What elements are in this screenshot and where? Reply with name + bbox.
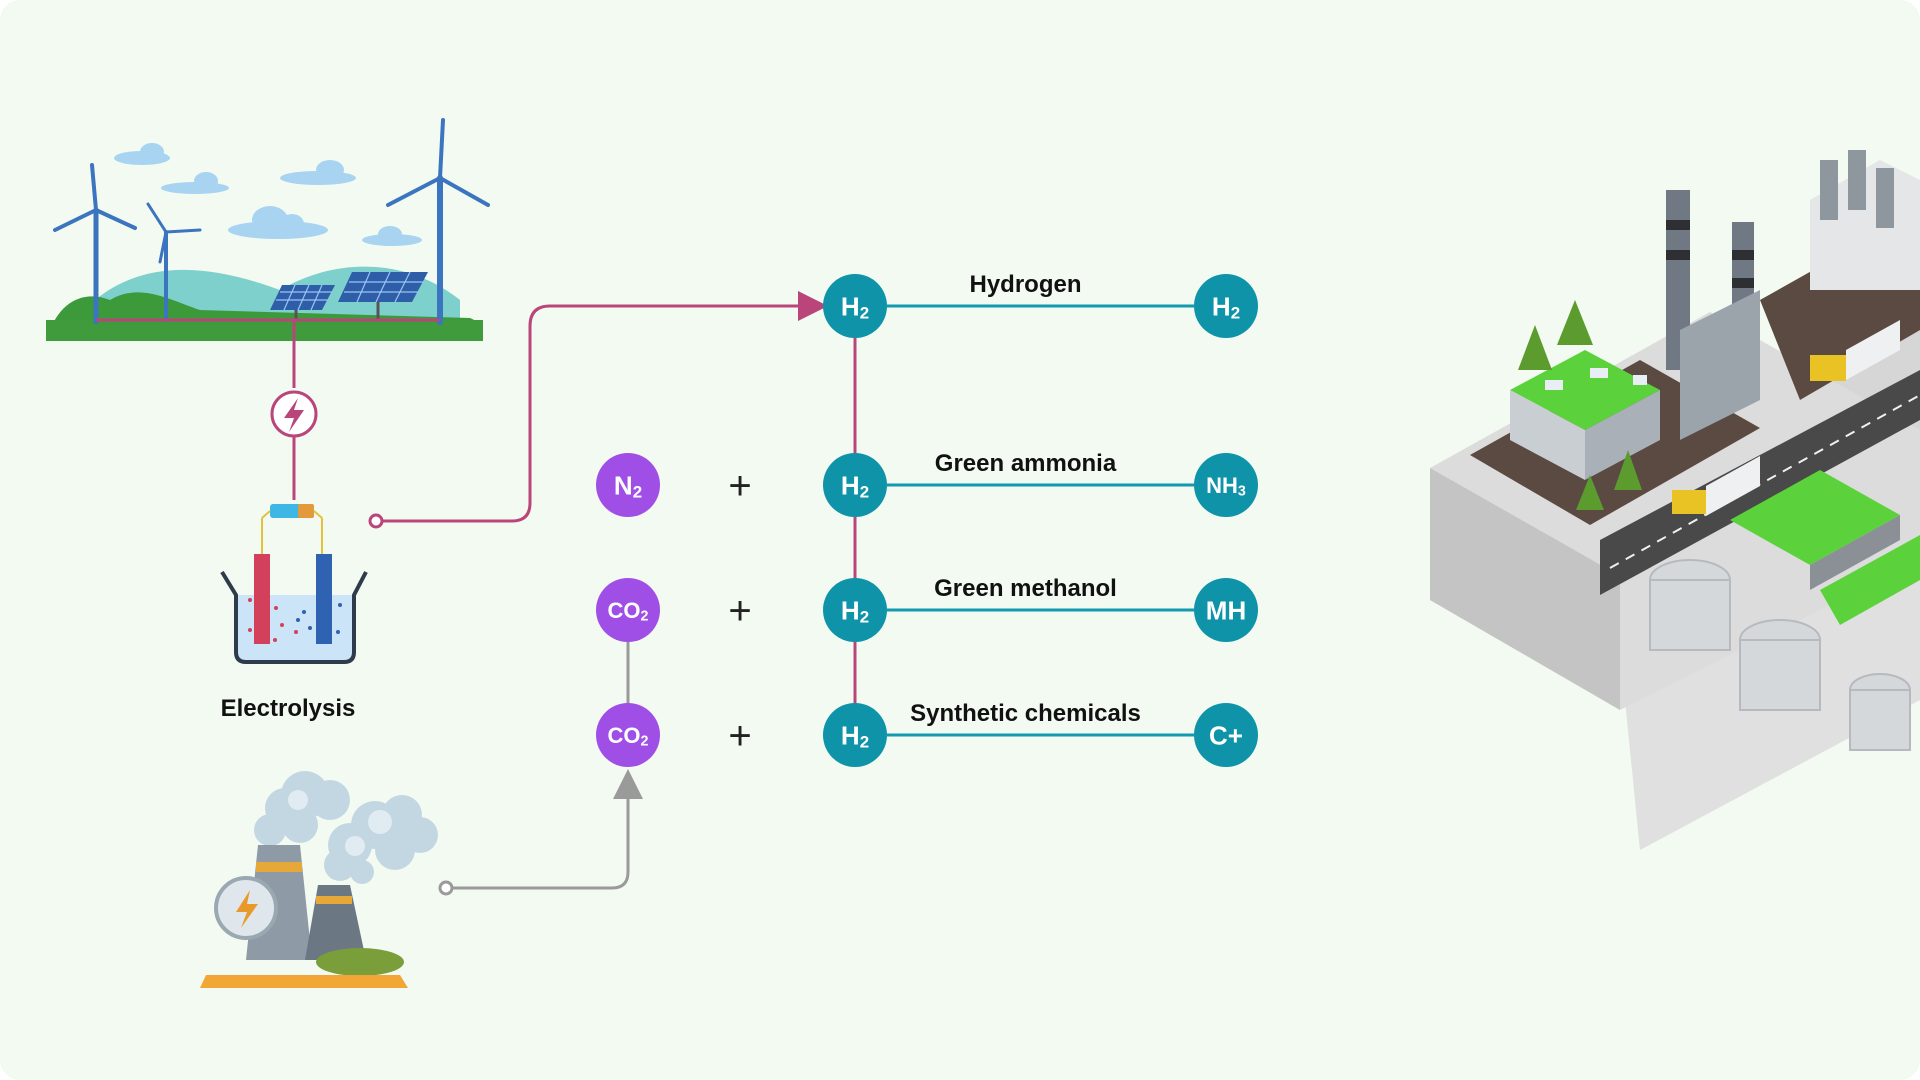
lightning-bolt-icon [270,390,318,438]
product-node [1194,578,1258,642]
hydrogen-node-label: H2 [841,720,869,751]
product-node [1194,453,1258,517]
reactant-node-label: CO2 [608,723,649,750]
row-label: Green methanol [934,575,1117,602]
hydrogen-node-label: H2 [841,595,869,626]
hydrogen-node [823,453,887,517]
hydrogen-supply-line [376,291,828,523]
product-node-label: H2 [1212,291,1240,322]
hydrogen-node [823,274,887,338]
reactant-node-label: N2 [614,470,642,501]
product-node-label: MH [1206,595,1246,625]
reactant-node [596,703,660,767]
row-label: Hydrogen [969,271,1081,298]
hydrogen-node-label: H2 [841,470,869,501]
power-plant-emissions-icon [200,771,438,988]
electrolysis-label: Electrolysis [221,695,356,722]
hydrogen-node-label: H2 [841,291,869,322]
product-node-label: NH3 [1206,473,1246,500]
product-node-label: C+ [1209,720,1243,750]
product-node [1194,703,1258,767]
industrial-city-icon [1430,150,1920,850]
electrolysis-cell-icon [220,504,368,664]
hydrogen-node [823,703,887,767]
plus-sign: + [728,464,751,508]
reactant-node [596,453,660,517]
hydrogen-node [823,578,887,642]
row-label: Synthetic chemicals [910,700,1141,727]
co2-capture-line [446,769,643,890]
plus-sign: + [728,714,751,758]
wind-solar-landscape-icon [46,118,490,341]
row-label: Green ammonia [935,450,1117,477]
reactant-node [596,578,660,642]
reactant-node-label: CO2 [608,598,649,625]
product-node [1194,274,1258,338]
plus-sign: + [728,589,751,633]
